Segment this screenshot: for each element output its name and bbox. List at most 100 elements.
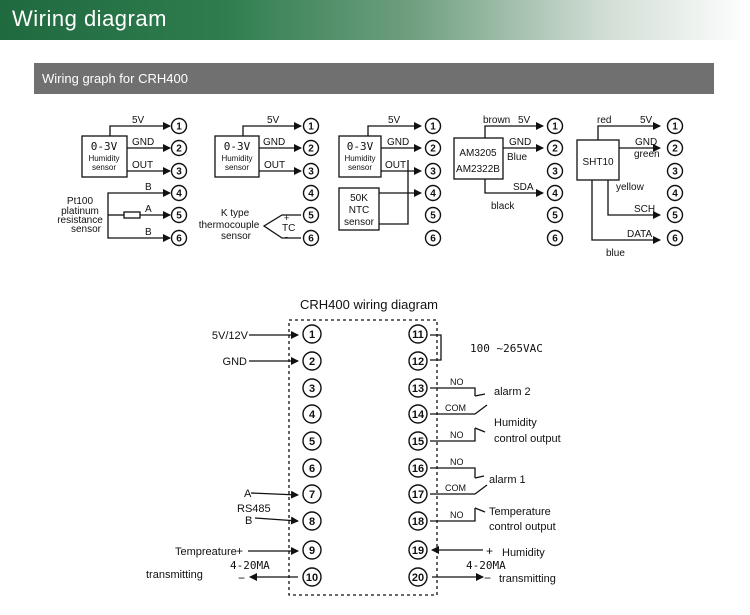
- pt100-resistor: [123, 211, 141, 219]
- module4-terminal-6-number: 6: [552, 234, 558, 245]
- m5-wire-red: red: [597, 115, 611, 126]
- module5-terminal-2-circle: [666, 139, 684, 157]
- crh-terminal-20-number: 20: [412, 572, 424, 584]
- m3-ntc-line-1: 50K: [350, 193, 368, 204]
- crh-terminal-18-circle: [408, 511, 428, 531]
- module1-terminal-4-number: 4: [176, 189, 182, 200]
- section-title: Wiring graph for CRH400: [42, 71, 188, 86]
- relay1-no-upper: [430, 467, 476, 478]
- am3205-chip-box: [453, 137, 504, 180]
- crh-terminal-15-circle: [408, 431, 428, 451]
- m1-sensor-name-1: Humidity: [88, 154, 119, 163]
- crh-terminal-7: 7: [302, 484, 322, 504]
- module1-terminal-1-number: 1: [176, 122, 182, 133]
- relay1-no-upper-label: NO: [450, 457, 464, 467]
- m2-tc-minus: -: [285, 232, 288, 242]
- module1-terminal-1-circle: [170, 117, 188, 135]
- crh-terminal-15: 15: [408, 431, 428, 451]
- humidity-output-label-1: Humidity: [494, 417, 537, 429]
- module1-terminal-6: 6: [170, 229, 188, 247]
- m5-data-label: DATA: [627, 229, 653, 240]
- module5-terminal-3-circle: [666, 162, 684, 180]
- relay2-no-upper-label: NO: [450, 377, 464, 387]
- ntc-sensor-box: [338, 187, 380, 231]
- temp-current-label: 4-20MA: [230, 559, 270, 572]
- module4-terminal-3-number: 3: [552, 167, 558, 178]
- thermocouple-wire: [262, 214, 301, 239]
- gnd-label: GND: [223, 356, 248, 368]
- crh-terminal-16-circle: [408, 458, 428, 478]
- crh-terminal-7-circle: [302, 484, 322, 504]
- m2-gnd-label: GND: [263, 137, 285, 148]
- crh-terminal-10-number: 10: [306, 572, 318, 584]
- module5-terminal-2-number: 2: [672, 144, 678, 155]
- module2-terminal-2: 2: [302, 139, 320, 157]
- m2-tc-line-3: sensor: [221, 231, 252, 242]
- module2-terminal-4-number: 4: [308, 189, 314, 200]
- module1-terminal-5-number: 5: [176, 211, 182, 222]
- crh-terminal-17: 17: [408, 484, 428, 504]
- module2-terminal-3: 3: [302, 162, 320, 180]
- m4-gnd-label: GND: [509, 137, 531, 148]
- temp-minus-label: −: [238, 571, 245, 585]
- crh-terminal-16: 16: [408, 458, 428, 478]
- m5-chip-label: SHT10: [582, 157, 614, 168]
- module1-terminal-2-circle: [170, 139, 188, 157]
- m1-wire-b-top: B: [145, 182, 152, 193]
- wire-b-bottom-1: [107, 215, 171, 242]
- module1-terminal-6-circle: [170, 229, 188, 247]
- power-label: 5V/12V: [212, 330, 249, 342]
- crh-terminal-12-number: 12: [412, 356, 424, 368]
- crh-terminal-12: 12: [408, 351, 428, 371]
- relay2-no-lower: [430, 428, 476, 442]
- relay2-no-upper: [430, 387, 476, 396]
- crh-terminal-4: 4: [302, 404, 322, 424]
- module4-terminal-1: 1: [546, 117, 564, 135]
- crh400-device-outline: [288, 319, 438, 596]
- module2-terminal-2-circle: [302, 139, 320, 157]
- module2-terminal-6-number: 6: [308, 234, 314, 245]
- crh-terminal-10-circle: [302, 567, 322, 587]
- crh-terminal-1: 1: [302, 324, 322, 344]
- m2-tc-label: TC: [282, 223, 295, 234]
- m4-wire-black: black: [491, 201, 515, 212]
- module2-terminal-3-number: 3: [308, 167, 314, 178]
- m5-sch-label: SCH: [634, 204, 655, 215]
- alarm1-label: alarm 1: [489, 474, 526, 486]
- m4-chip-line-2: AM2322B: [456, 164, 500, 175]
- module4-terminal-3: 3: [546, 162, 564, 180]
- crh-terminal-5: 5: [302, 431, 322, 451]
- module1-terminal-4-circle: [170, 184, 188, 202]
- module3-terminal-6: 6: [424, 229, 442, 247]
- module4-terminal-2-circle: [546, 139, 564, 157]
- crh-terminal-14: 14: [408, 404, 428, 424]
- temp-plus-label: +: [236, 544, 243, 558]
- relay2-com: [430, 404, 488, 415]
- section-header: Wiring graph for CRH400: [34, 63, 714, 94]
- relay1-contact-lower: [474, 507, 486, 513]
- crh400-diagram-title: CRH400 wiring diagram: [300, 297, 438, 312]
- humidity-sensor-box-1: [81, 135, 128, 178]
- module4-terminal-4-number: 4: [552, 189, 558, 200]
- m3-range: 0-3V: [347, 140, 374, 153]
- crh400-wiring: [248, 319, 488, 596]
- relay1-com-label: COM: [445, 483, 466, 493]
- sensor-wiring-graphs: [81, 122, 661, 244]
- relay1-com: [430, 484, 488, 495]
- module5-terminal-4-number: 4: [672, 189, 678, 200]
- crh-terminal-2: 2: [302, 351, 322, 371]
- crh-terminal-11: 11: [408, 324, 428, 344]
- module2-terminal-1: 1: [302, 117, 320, 135]
- module5-terminal-1-number: 1: [672, 122, 678, 133]
- module3-terminal-1-number: 1: [430, 122, 436, 133]
- m1-wire-b-bottom: B: [145, 227, 152, 238]
- wire-5v-1: [109, 122, 171, 136]
- crh-terminal-2-circle: [302, 351, 322, 371]
- wire-5v-2: [242, 122, 302, 136]
- module5-terminal-6-number: 6: [672, 234, 678, 245]
- module3-terminal-2-circle: [424, 139, 442, 157]
- rs485-label: RS485: [237, 503, 271, 515]
- temp-output-label-1: Temperature: [489, 506, 551, 518]
- ac-voltage-label: 100 ~265VAC: [470, 342, 543, 355]
